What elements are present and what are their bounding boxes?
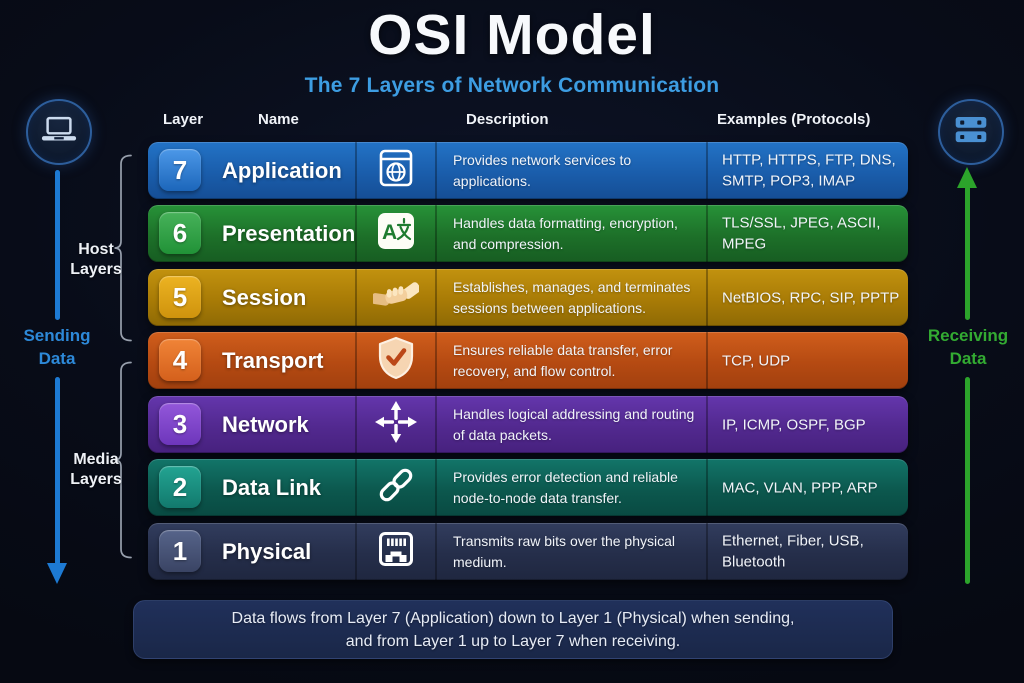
header-name: Name bbox=[258, 111, 299, 128]
layer-examples: Ethernet, Fiber, USB, Bluetooth bbox=[722, 532, 864, 571]
host-layers-label: Host Layers bbox=[70, 241, 122, 278]
browser-globe-icon bbox=[375, 147, 417, 194]
divider bbox=[435, 523, 437, 580]
divider bbox=[706, 205, 708, 262]
layer-name: Data Link bbox=[222, 475, 322, 500]
sending-arrow-shaft-bottom bbox=[55, 377, 60, 565]
layer-row-data-link: 2 Data Link Provides error detection and… bbox=[148, 459, 908, 516]
receiving-arrowhead-up bbox=[957, 167, 977, 188]
layer-name: Presentation bbox=[222, 221, 356, 246]
sending-data-label: Sending Data bbox=[23, 326, 91, 368]
divider bbox=[355, 459, 357, 516]
sending-arrow-shaft-top bbox=[55, 170, 60, 320]
divider bbox=[435, 269, 437, 326]
divider bbox=[355, 205, 357, 262]
layer-name: Transport bbox=[222, 348, 324, 373]
layer-row-application: 7 Application Provides network services … bbox=[148, 142, 908, 199]
layer-description: Handles data formatting, encryption, and… bbox=[453, 214, 678, 252]
layer-description: Handles logical addressing and routing o… bbox=[453, 405, 695, 443]
layer-description: Establishes, manages, and terminates ses… bbox=[453, 278, 691, 316]
receiving-arrow-shaft-bottom bbox=[965, 377, 970, 584]
divider bbox=[435, 142, 437, 199]
data-flow-note: Data flows from Layer 7 (Application) do… bbox=[133, 600, 893, 659]
layer-description: Provides network services to application… bbox=[453, 151, 632, 189]
shield-check-icon bbox=[376, 336, 416, 385]
server-icon bbox=[953, 115, 989, 150]
divider bbox=[706, 396, 708, 453]
layer-row-presentation: 6 Presentation A Handles data formatting… bbox=[148, 205, 908, 262]
divider bbox=[706, 523, 708, 580]
layer-row-transport: 4 Transport Ensures reliable data transf… bbox=[148, 332, 908, 389]
divider bbox=[355, 523, 357, 580]
layer-examples: IP, ICMP, OSPF, BGP bbox=[722, 415, 866, 433]
svg-text:A: A bbox=[382, 221, 397, 244]
divider bbox=[435, 332, 437, 389]
layer-description: Transmits raw bits over the physical med… bbox=[453, 532, 675, 570]
header-examples: Examples (Protocols) bbox=[717, 111, 871, 128]
layer-description: Ensures reliable data transfer, error re… bbox=[453, 341, 673, 379]
header-layer: Layer bbox=[163, 111, 204, 128]
media-layers-bracket bbox=[114, 361, 132, 559]
layer-name: Session bbox=[222, 285, 307, 310]
layer-number-badge: 4 bbox=[159, 339, 201, 381]
routing-arrows-icon bbox=[374, 400, 418, 449]
handshake-icon bbox=[371, 275, 421, 320]
page-subtitle: The 7 Layers of Network Communication bbox=[304, 74, 720, 97]
divider bbox=[706, 459, 708, 516]
layer-number-badge: 2 bbox=[159, 466, 201, 508]
divider bbox=[355, 269, 357, 326]
divider bbox=[355, 396, 357, 453]
layer-row-physical: 1 Physical Transmi bbox=[148, 523, 908, 580]
layer-number-badge: 3 bbox=[159, 403, 201, 445]
divider bbox=[355, 332, 357, 389]
layer-number-badge: 6 bbox=[159, 212, 201, 254]
layer-row-session: 5 Session Establishes, manages, and term bbox=[148, 269, 908, 326]
layer-examples: MAC, VLAN, PPP, ARP bbox=[722, 478, 878, 496]
divider bbox=[435, 396, 437, 453]
ethernet-port-icon bbox=[376, 529, 416, 574]
header-description: Description bbox=[466, 111, 549, 128]
layer-name: Physical bbox=[222, 539, 312, 564]
layer-row-network: 3 Network Handles logical addressing and… bbox=[148, 396, 908, 453]
divider bbox=[706, 269, 708, 326]
data-flow-note-line1: Data flows from Layer 7 (Application) do… bbox=[231, 609, 795, 627]
layer-description: Provides error detection and reliable no… bbox=[453, 468, 678, 506]
divider bbox=[435, 205, 437, 262]
divider bbox=[706, 142, 708, 199]
translate-icon: A bbox=[376, 211, 416, 256]
receiver-endpoint bbox=[938, 99, 1004, 165]
host-layers-bracket bbox=[114, 154, 132, 342]
data-flow-note-line2: and from Layer 1 up to Layer 7 when rece… bbox=[345, 632, 681, 650]
layer-name: Application bbox=[222, 158, 342, 183]
sender-endpoint bbox=[26, 99, 92, 165]
layer-number-badge: 1 bbox=[159, 530, 201, 572]
receiving-arrow-shaft-top bbox=[965, 186, 970, 320]
media-layers-label: Media Layers bbox=[70, 451, 122, 488]
sending-arrowhead-down bbox=[47, 563, 67, 584]
layer-examples: TCP, UDP bbox=[722, 351, 791, 369]
layer-examples: TLS/SSL, JPEG, ASCII, MPEG bbox=[722, 214, 881, 253]
layer-examples: NetBIOS, RPC, SIP, PPTP bbox=[722, 288, 900, 306]
divider bbox=[355, 142, 357, 199]
divider bbox=[706, 332, 708, 389]
receiving-data-label: Receiving Data bbox=[927, 326, 1009, 368]
layer-examples: HTTP, HTTPS, FTP, DNS, SMTP, POP3, IMAP bbox=[722, 151, 896, 190]
layer-number-badge: 7 bbox=[159, 149, 201, 191]
chain-link-icon bbox=[375, 464, 417, 511]
divider bbox=[435, 459, 437, 516]
page-title: OSI Model bbox=[368, 3, 656, 67]
laptop-icon bbox=[40, 116, 78, 149]
layer-number-badge: 5 bbox=[159, 276, 201, 318]
layer-name: Network bbox=[222, 412, 309, 437]
